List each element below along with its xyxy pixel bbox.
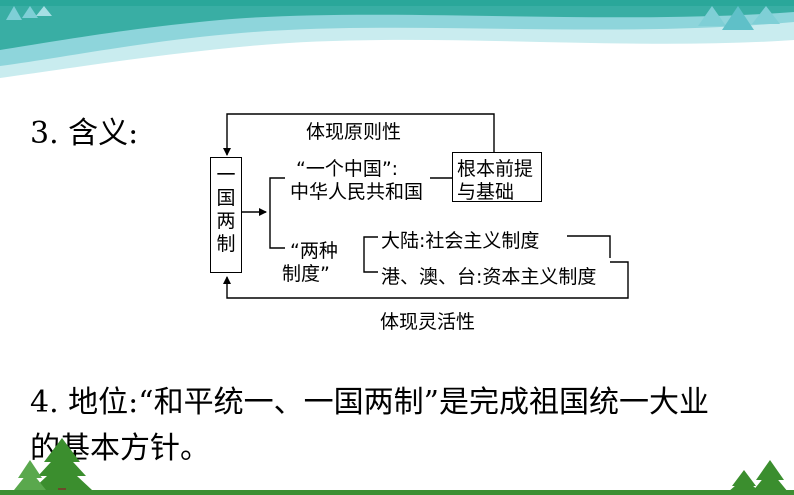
two-systems-line-1: “两种: [290, 240, 338, 262]
section-3-label: 3. 含义:: [30, 116, 139, 151]
foundation-box: [452, 152, 542, 202]
loop-top-label: 体现原则性: [306, 121, 402, 143]
hk-macao-taiwan-system: 港、澳、台:资本主义制度: [381, 266, 597, 288]
root-label: 一国两制: [214, 164, 238, 256]
two-systems-line-2: 制度”: [282, 263, 330, 285]
foundation-line-1: 根本前提: [457, 158, 534, 180]
root-text: 一国两制: [216, 164, 236, 255]
footer-decoration: [0, 438, 794, 495]
one-china-line-1: “一个中国”:: [296, 158, 399, 180]
pine-tree-icon: [14, 438, 92, 494]
one-china-line-2: 中华人民共和国: [290, 181, 424, 203]
root-box: [210, 157, 242, 273]
tree-icon: [6, 6, 22, 20]
loop-bottom-label: 体现灵活性: [380, 311, 476, 333]
section-4-line-1: 4. 地位:“和平统一、一国两制”是完成祖国统一大业: [30, 385, 709, 420]
foundation-line-2: 与基础: [457, 181, 515, 203]
mainland-system: 大陆:社会主义制度: [381, 230, 540, 252]
header-banner: [0, 0, 794, 78]
